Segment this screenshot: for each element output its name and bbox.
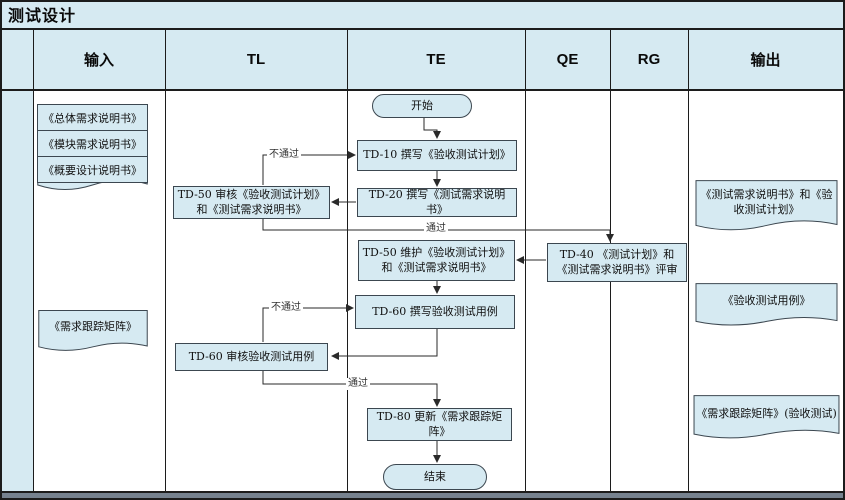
title-bar: 测试设计 — [0, 0, 845, 30]
document-input-3: 《概要设计说明书》 — [37, 156, 148, 183]
lane-divider — [347, 30, 348, 492]
document-input-1: 《总体需求说明书》 — [37, 104, 148, 131]
terminator-end: 结束 — [383, 464, 487, 490]
document-shape — [695, 283, 838, 332]
document-input-stack: 《总体需求说明书》 《模块需求说明书》 《概要设计说明书》 — [37, 104, 148, 198]
edge-label-fail-2: 不通过 — [269, 302, 303, 314]
document-shape — [38, 310, 148, 357]
page-title: 测试设计 — [8, 8, 77, 25]
edge-label-fail-1: 不通过 — [267, 149, 301, 161]
document-input-2: 《模块需求说明书》 — [37, 130, 148, 157]
process-td80: TD-80 更新《需求跟踪矩阵》 — [367, 408, 512, 441]
lane-header-tl: TL — [246, 51, 266, 68]
document-input-matrix: 《需求跟踪矩阵》 — [38, 310, 148, 357]
lane-header-rg: RG — [637, 51, 661, 68]
document-label: 《测试需求说明书》和《验收测试计划》 — [700, 188, 833, 216]
lane-header-te: TE — [426, 51, 446, 68]
process-td20: TD-20 撰写《测试需求说明书》 — [357, 188, 517, 217]
process-td40: TD-40 《测试计划》和 《测试需求说明书》评审 — [547, 243, 687, 282]
process-td10: TD-10 撰写《验收测试计划》 — [357, 140, 517, 171]
bottom-strip — [0, 493, 845, 500]
header-separator — [0, 89, 845, 91]
process-td60-write: TD-60 撰写验收测试用例 — [355, 295, 515, 329]
lane-header-strip — [2, 30, 843, 89]
grid-bottom-border — [0, 491, 845, 493]
document-shape — [695, 180, 838, 238]
document-output-cases: 《验收测试用例》 — [695, 283, 838, 332]
lane-divider — [165, 30, 166, 492]
document-output-plan: 《测试需求说明书》和《验收测试计划》 — [695, 180, 838, 238]
lane-divider — [525, 30, 526, 492]
document-shape — [693, 395, 840, 445]
lane-header-output: 输出 — [750, 52, 781, 69]
lane-header-qe: QE — [556, 51, 579, 68]
process-td50-maintain: TD-50 维护《验收测试计划》 和《测试需求说明书》 — [358, 240, 515, 281]
lane-divider — [33, 30, 34, 492]
process-td60-review: TD-60 审核验收测试用例 — [175, 343, 328, 371]
edge-label-pass-2: 通过 — [346, 378, 370, 390]
process-td50-review: TD-50 审核《验收测试计划》 和《测试需求说明书》 — [173, 186, 330, 219]
lane-header-input: 输入 — [83, 52, 114, 69]
document-label: 《需求跟踪矩阵》(验收测试) — [696, 406, 837, 420]
terminator-start: 开始 — [372, 94, 472, 118]
phase-band — [2, 30, 33, 492]
document-label: 《需求跟踪矩阵》 — [49, 320, 137, 334]
edge-label-pass-1: 通过 — [424, 223, 448, 235]
lane-divider — [688, 30, 689, 492]
document-label: 《验收测试用例》 — [722, 294, 811, 308]
document-output-matrix: 《需求跟踪矩阵》(验收测试) — [693, 395, 840, 445]
